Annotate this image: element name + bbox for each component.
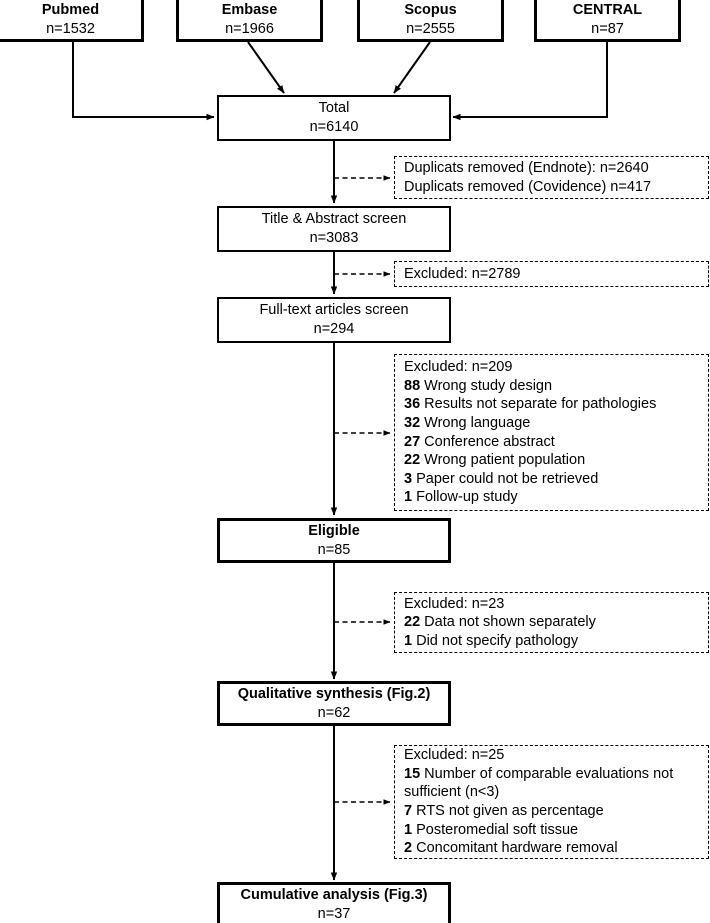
excluded-reason-label: Follow-up study [416, 489, 518, 506]
source-label: Embase [221, 1, 278, 18]
excluded-reason-count: 1 [404, 821, 413, 838]
stage-label: Qualitative synthesis (Fig.2) [237, 685, 431, 702]
excluded-reason: 88 Wrong study design [404, 377, 552, 396]
excluded-reason: 15 Number of comparable evaluations not … [404, 765, 708, 802]
excluded-reason: 1 Posteromedial soft tissue [404, 821, 578, 840]
excluded-reason-label: RTS not given as percentage [416, 803, 604, 819]
duplicates-endnote-line: Duplicats removed (Endnote): n=2640 [404, 159, 649, 176]
stage-box-fulltext-articles-screen[interactable]: Full-text articles screen n=294 [217, 297, 451, 343]
stage-label: Full-text articles screen [259, 302, 409, 319]
source-count: n=1532 [46, 20, 95, 37]
annotation-box-excluded-abstract[interactable]: Excluded: n=2789 [394, 261, 709, 287]
source-count: n=2555 [406, 20, 455, 37]
stage-count: n=3083 [309, 230, 359, 246]
excluded-reason-count: 22 [404, 614, 421, 631]
duplicates-covidence-line: Duplicats removed (Covidence) n=417 [404, 178, 652, 195]
excluded-reason-count: 27 [404, 433, 421, 450]
stage-label: Eligible [308, 522, 360, 539]
excluded-reason-label: Data not shown separately [424, 614, 596, 631]
annotation-box-duplicates-removed[interactable]: Duplicats removed (Endnote): n=2640 Dupl… [394, 156, 709, 199]
source-count: n=87 [591, 20, 624, 37]
excluded-reason-label: Did not specify pathology [416, 632, 579, 649]
excluded-reason: 7 RTS not given as percentage [404, 802, 604, 821]
excluded-reason-label: Conference abstract [424, 433, 555, 450]
excluded-reason-count: 15 [404, 765, 421, 782]
stage-label: Cumulative analysis (Fig.3) [240, 886, 428, 903]
stage-count: n=37 [317, 905, 351, 922]
annotation-box-excluded-qualitative[interactable]: Excluded: n=25 15 Number of comparable e… [394, 745, 709, 859]
excluded-reason-label: Posteromedial soft tissue [416, 821, 579, 838]
excluded-reason-count: 7 [404, 803, 413, 819]
excluded-reason-label: Results not separate for pathologies [424, 396, 657, 413]
excluded-header: Excluded: n=209 [404, 359, 513, 376]
source-box-pubmed[interactable]: Pubmed n=1532 [0, 0, 144, 42]
stage-count: n=62 [317, 704, 351, 721]
annotation-box-excluded-fulltext[interactable]: Excluded: n=209 88 Wrong study design 36… [394, 354, 709, 511]
excluded-reason: 22 Data not shown separately [404, 613, 596, 632]
excluded-reason-count: 36 [404, 396, 421, 413]
excluded-reason: 32 Wrong language [404, 414, 530, 433]
excluded-reason-count: 3 [404, 470, 413, 487]
excluded-reason-label: Wrong study design [424, 377, 553, 394]
stage-box-eligible[interactable]: Eligible n=85 [217, 518, 451, 563]
source-count: n=1966 [225, 20, 274, 37]
source-box-central[interactable]: CENTRAL n=87 [534, 0, 681, 42]
source-box-scopus[interactable]: Scopus n=2555 [357, 0, 504, 42]
stage-count: n=294 [313, 321, 355, 337]
excluded-reason: 22 Wrong patient population [404, 451, 585, 470]
excluded-reason-label: Paper could not be retrieved [416, 470, 599, 487]
stage-count: n=6140 [309, 119, 359, 135]
stage-label: Title & Abstract screen [261, 211, 407, 228]
stage-label: Total [318, 100, 350, 117]
excluded-reason: 3 Paper could not be retrieved [404, 470, 598, 489]
source-label: CENTRAL [572, 1, 643, 18]
excluded-reason-count: 22 [404, 452, 421, 469]
excluded-reason: 36 Results not separate for pathologies [404, 395, 656, 414]
excluded-reason: 1 Follow-up study [404, 488, 518, 507]
stage-count: n=85 [317, 541, 351, 558]
source-label: Scopus [404, 1, 457, 18]
excluded-reason-count: 2 [404, 840, 413, 857]
excluded-reason-count: 88 [404, 377, 421, 394]
source-box-embase[interactable]: Embase n=1966 [176, 0, 323, 42]
excluded-reason-label: Wrong language [424, 414, 531, 431]
excluded-reason: 27 Conference abstract [404, 433, 555, 452]
excluded-reason: 1 Did not specify pathology [404, 632, 578, 651]
source-label: Pubmed [41, 1, 100, 18]
excluded-reason-label: Number of comparable evaluations not suf… [404, 765, 674, 801]
excluded-header: Excluded: n=23 [404, 595, 505, 612]
annotation-box-excluded-eligible[interactable]: Excluded: n=23 22 Data not shown separat… [394, 592, 709, 653]
excluded-header: Excluded: n=25 [404, 747, 505, 764]
excluded-reason-count: 32 [404, 414, 421, 431]
excluded-reason-label: Wrong patient population [424, 452, 586, 469]
excluded-reason-count: 1 [404, 489, 413, 506]
stage-box-title-abstract-screen[interactable]: Title & Abstract screen n=3083 [217, 206, 451, 252]
stage-box-cumulative-analysis[interactable]: Cumulative analysis (Fig.3) n=37 [217, 882, 451, 923]
stage-box-qualitative-synthesis[interactable]: Qualitative synthesis (Fig.2) n=62 [217, 681, 451, 726]
excluded-reason: 2 Concomitant hardware removal [404, 839, 618, 858]
stage-box-total[interactable]: Total n=6140 [217, 95, 451, 141]
excluded-reason-count: 1 [404, 632, 413, 649]
excluded-reason-label: Concomitant hardware removal [416, 840, 618, 857]
excluded-header: Excluded: n=2789 [404, 265, 521, 282]
